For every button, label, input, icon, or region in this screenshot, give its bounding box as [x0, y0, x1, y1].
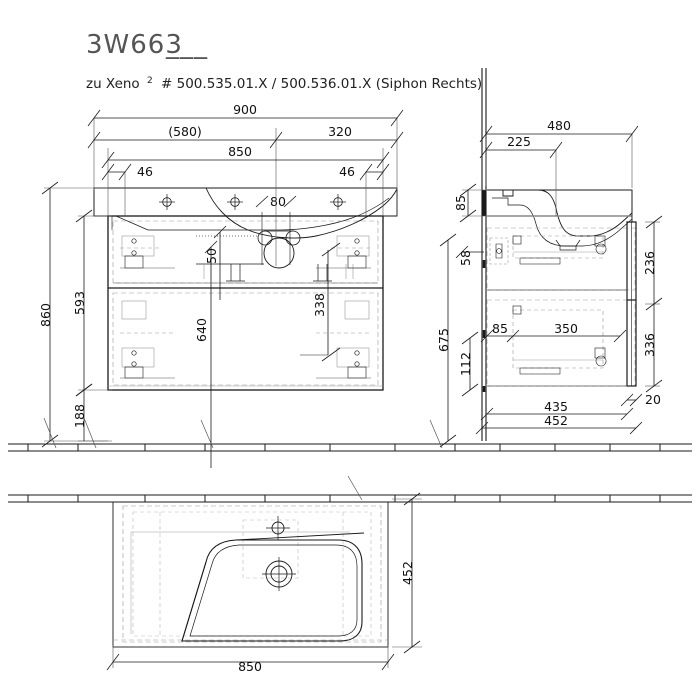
cabinet-front — [107, 215, 384, 391]
runner-bracket — [120, 235, 175, 269]
siphon-assembly-front — [196, 230, 354, 282]
dim-floor-clearance: 188 — [72, 383, 93, 441]
dim-label-580: (580) — [168, 124, 202, 139]
dim-basin-front-depth: 225 — [479, 134, 563, 159]
dim-label-50: 50 — [204, 248, 219, 264]
runner-bracket — [316, 300, 371, 379]
subtitle: zu Xeno 2 # 500.535.01.X / 500.536.01.X … — [86, 71, 482, 92]
dim-label-435: 435 — [544, 399, 568, 414]
cabinet-plan — [112, 501, 389, 648]
cabinet-side — [486, 221, 637, 387]
dim-overall-height: 860 — [38, 181, 59, 448]
dim-label-85-drawer: 85 — [492, 321, 508, 336]
dim-label-675: 675 — [436, 328, 451, 352]
runner-bracket — [316, 235, 371, 269]
dim-cabinet-depth: 435 — [480, 399, 634, 421]
dim-lower-drawer-height-side: 336 — [642, 304, 663, 393]
subtitle-prefix: zu Xeno — [86, 76, 140, 92]
dim-label-46-right: 46 — [339, 164, 355, 179]
page-title: 3W663 — [86, 30, 183, 60]
dim-drawer-inner-depth: 350 — [513, 321, 627, 343]
dim-label-58: 58 — [458, 250, 473, 266]
subtitle-rest: # 500.535.01.X / 500.536.01.X (Siphon Re… — [161, 76, 482, 92]
dim-label-350: 350 — [554, 321, 578, 336]
dim-label-860: 860 — [38, 303, 53, 327]
dim-total-depth: 452 — [475, 413, 643, 435]
dim-label-850: 850 — [228, 144, 252, 159]
drawer-runner — [512, 235, 607, 265]
dim-upper-drawer-height: 338 — [300, 242, 341, 362]
dim-height-to-floor: 675 — [436, 233, 457, 448]
dim-label-338: 338 — [312, 293, 327, 317]
dim-basin-offsets: (580) 320 — [87, 124, 404, 149]
dim-label-900: 900 — [233, 102, 257, 117]
dim-lower-drawer-width: 640 — [194, 240, 218, 468]
dim-siphon-offset: 50 — [204, 225, 227, 300]
dim-cabinet-width: 850 — [101, 144, 390, 169]
dim-label-46-left: 46 — [137, 164, 153, 179]
dim-cabinet-height: 593 — [72, 209, 93, 397]
dim-plan-depth: 452 — [400, 492, 421, 654]
wall-bracket — [489, 237, 509, 265]
dim-overall-width: 900 — [87, 102, 404, 127]
dim-label-112: 112 — [458, 352, 473, 376]
tap-hole-marker — [330, 194, 346, 210]
tap-hole-marker — [159, 194, 175, 210]
extension-lines-front — [93, 118, 398, 266]
dim-label-85-basin: 85 — [453, 195, 468, 211]
dim-insets: 46 46 — [101, 163, 390, 181]
dim-front-panel-thickness: 20 — [620, 392, 661, 407]
dim-overall-depth: 480 — [479, 118, 639, 143]
tap-hole-marker-plan — [266, 516, 290, 540]
dim-lower-rear-offset: 112 — [458, 331, 479, 397]
dim-label-336: 336 — [642, 333, 657, 357]
extension-lines-side — [462, 134, 660, 387]
washbasin-front — [93, 187, 398, 239]
page-title-underscore: ___ — [165, 30, 208, 60]
tap-hole-markers — [159, 194, 346, 210]
dim-label-480: 480 — [547, 118, 571, 133]
washbasin-plan — [130, 531, 365, 642]
dim-label-80: 80 — [270, 194, 286, 209]
tap-hole-marker — [227, 194, 243, 210]
drawer-runner — [512, 305, 607, 375]
waste-outlet-plan — [262, 557, 296, 591]
floor-line-lower — [8, 475, 692, 503]
dim-plan-width: 850 — [106, 653, 395, 674]
runner-bracket — [120, 300, 175, 379]
plan-view: 850 452 — [8, 475, 692, 674]
dim-label-593: 593 — [72, 291, 87, 315]
front-elevation: 80 — [38, 102, 404, 468]
dim-label-188: 188 — [72, 404, 87, 428]
dim-label-20: 20 — [645, 392, 661, 407]
side-elevation: 480 225 85 58 675 — [436, 68, 663, 448]
floor-line-upper — [8, 417, 692, 452]
dim-wall-bracket-offset: 58 — [455, 245, 484, 266]
extension-lines-plan — [112, 498, 422, 668]
dim-label-225: 225 — [507, 134, 531, 149]
wall-section — [481, 68, 487, 441]
subtitle-superscript: 2 — [147, 76, 153, 86]
drawer-hardware-front — [120, 235, 371, 379]
dim-label-320: 320 — [328, 124, 352, 139]
washbasin-side — [487, 189, 633, 251]
dim-label-plan-850: 850 — [238, 659, 262, 674]
dim-label-236: 236 — [642, 251, 657, 275]
dim-basin-top-height: 85 — [453, 183, 477, 223]
dim-label-452: 452 — [544, 413, 568, 428]
dim-label-plan-452: 452 — [400, 561, 415, 585]
dim-label-640: 640 — [194, 318, 209, 342]
dim-upper-drawer-height-side: 236 — [642, 215, 663, 311]
